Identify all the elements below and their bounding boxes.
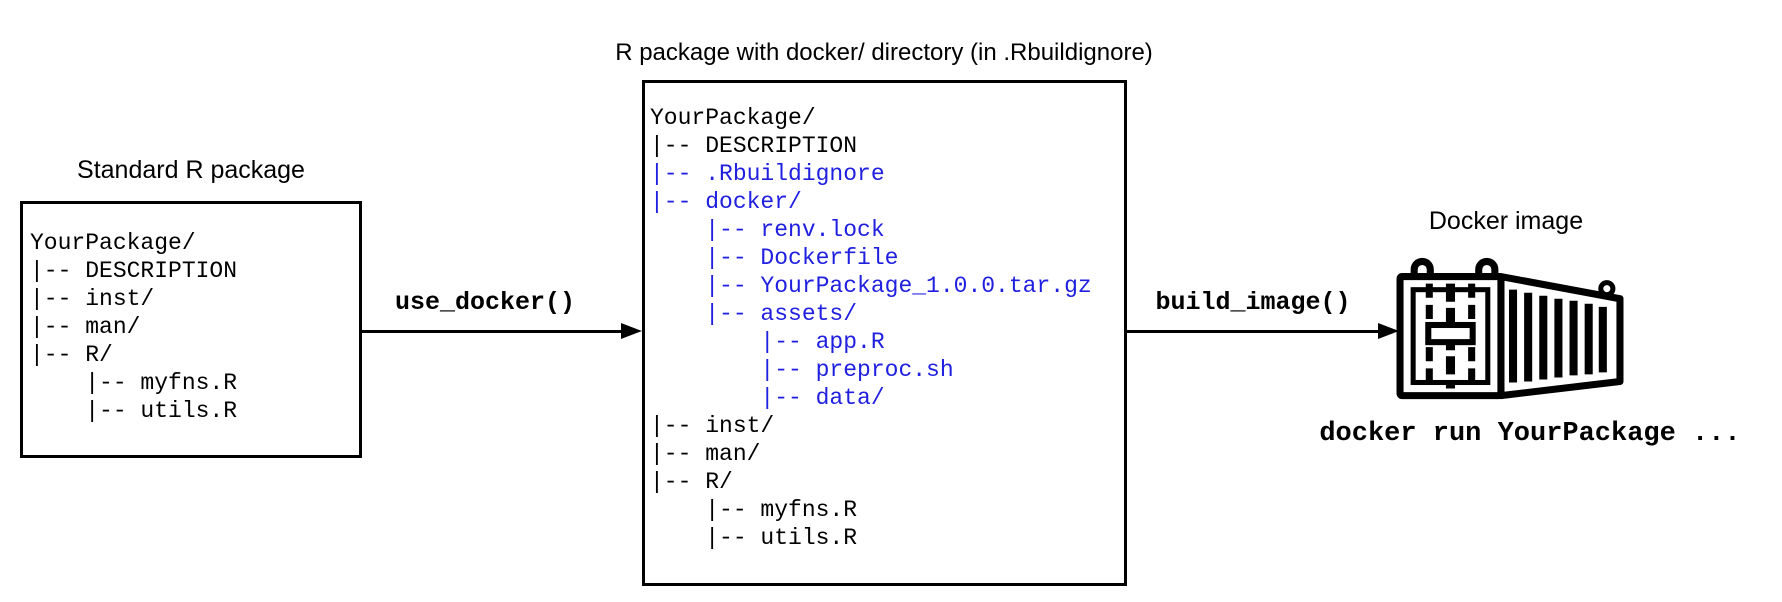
docker-package-box: YourPackage/|-- DESCRIPTION|-- .Rbuildig… — [642, 80, 1127, 586]
right-panel-title: Docker image — [1428, 207, 1584, 235]
tree-line: YourPackage/ — [30, 230, 196, 256]
tree-line: |-- .Rbuildignore — [650, 161, 885, 187]
tree-line: |-- utils.R — [650, 525, 858, 551]
tree-line: |-- renv.lock — [650, 217, 885, 243]
tree-line: |-- app.R — [650, 329, 885, 355]
use-docker-label: use_docker() — [394, 288, 576, 317]
tree-line: |-- preproc.sh — [650, 357, 954, 383]
tree-line: |-- man/ — [650, 441, 761, 467]
build-image-label: build_image() — [1155, 288, 1351, 317]
tree-line: |-- utils.R — [30, 398, 238, 424]
tree-line: |-- myfns.R — [650, 497, 858, 523]
tree-line: YourPackage/ — [650, 105, 816, 131]
tree-line: |-- inst/ — [650, 413, 775, 439]
build-image-arrow-line — [1127, 330, 1380, 333]
tree-line: |-- man/ — [30, 314, 141, 340]
standard-package-box: YourPackage/|-- DESCRIPTION|-- inst/|-- … — [20, 201, 362, 458]
docker-package-tree: YourPackage/|-- DESCRIPTION|-- .Rbuildig… — [645, 83, 1124, 552]
tree-line: |-- DESCRIPTION — [30, 258, 238, 284]
use-docker-arrow-line — [362, 330, 624, 333]
build-image-arrowhead-icon — [1378, 323, 1399, 339]
docker-run-command: docker run YourPackage ... — [1319, 419, 1741, 449]
tree-line: |-- docker/ — [650, 189, 802, 215]
tree-line: |-- Dockerfile — [650, 245, 899, 271]
tree-line: |-- YourPackage_1.0.0.tar.gz — [650, 273, 1092, 299]
tree-line: |-- inst/ — [30, 286, 155, 312]
middle-panel-title: R package with docker/ directory (in .Rb… — [615, 39, 1153, 66]
use-docker-arrowhead-icon — [621, 323, 642, 339]
tree-line: |-- DESCRIPTION — [650, 133, 858, 159]
tree-line: |-- assets/ — [650, 301, 858, 327]
tree-line: |-- data/ — [650, 385, 885, 411]
left-panel-title: Standard R package — [77, 156, 305, 184]
tree-line: |-- myfns.R — [30, 370, 238, 396]
standard-package-tree: YourPackage/|-- DESCRIPTION|-- inst/|-- … — [23, 204, 359, 425]
tree-line: |-- R/ — [650, 469, 733, 495]
shipping-container-icon — [1396, 250, 1624, 402]
tree-line: |-- R/ — [30, 342, 113, 368]
